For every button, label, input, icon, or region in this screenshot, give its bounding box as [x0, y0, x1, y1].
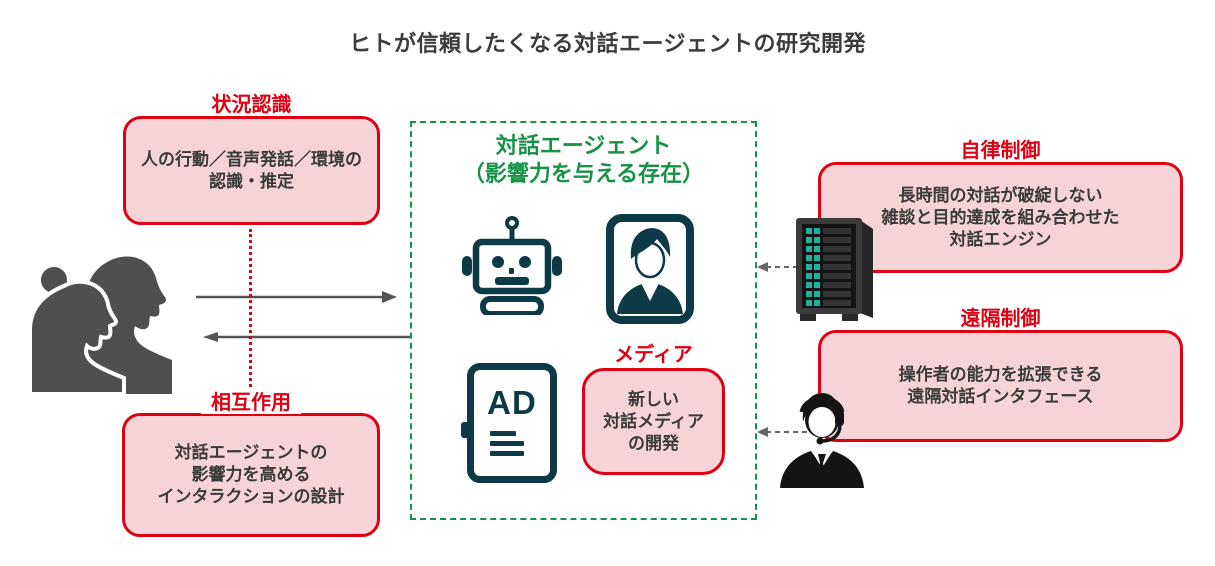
person-on-display-icon [606, 214, 694, 324]
agent-dashed-box [410, 121, 757, 520]
arrow-people-to-agent [196, 291, 397, 303]
remote-box-label: 遠隔制御 [818, 306, 1183, 333]
ad-display-button [461, 422, 468, 438]
media-box-body: 新しい 対話メディア の開発 [603, 389, 704, 453]
autonomous-box-body: 長時間の対話が破綻しない 雑談と目的達成を組み合わせた 対話エンジン [881, 185, 1120, 249]
arrow-agent-to-people [203, 332, 412, 342]
interaction-box-body: 対話エージェントの 影響力を高める インタラクションの設計 [157, 443, 345, 506]
ad-display-icon: AD [461, 363, 557, 483]
situation-box-label: 状況認識 [123, 92, 380, 119]
autonomous-box-label: 自律制御 [818, 138, 1183, 165]
media-box: 新しい 対話メディア の開発 [582, 368, 725, 475]
autonomous-box: 長時間の対話が破綻しない 雑談と目的達成を組み合わせた 対話エンジン [818, 162, 1183, 273]
agent-box-title: 対話エージェント （影響力を与える存在） [462, 133, 705, 186]
page-title: ヒトが信頼したくなる対話エージェントの研究開発 [348, 31, 867, 56]
operator-headset-icon [780, 393, 864, 488]
situation-box: 人の行動／音声発話／環境の 認識・推定 [123, 116, 380, 225]
robot-icon [462, 216, 562, 315]
dotted-connector-line [249, 229, 252, 387]
ad-text: AD [487, 384, 537, 421]
remote-box-body: 操作者の能力を拡張できる 遠隔対話インタフェース [898, 365, 1103, 406]
situation-box-body: 人の行動／音声発話／環境の 認識・推定 [141, 149, 362, 191]
remote-box: 操作者の能力を拡張できる 遠隔対話インタフェース [818, 330, 1183, 442]
interaction-box-label: 相互作用 [122, 390, 380, 417]
arrow-operator-to-agent [757, 427, 807, 437]
arrow-server-to-agent [757, 262, 807, 272]
server-icon [796, 218, 873, 321]
interaction-box: 対話エージェントの 影響力を高める インタラクションの設計 [122, 413, 380, 537]
ad-text-lines [490, 431, 550, 456]
media-box-label: メディア [582, 342, 725, 369]
two-people-profile-icon [28, 256, 172, 394]
